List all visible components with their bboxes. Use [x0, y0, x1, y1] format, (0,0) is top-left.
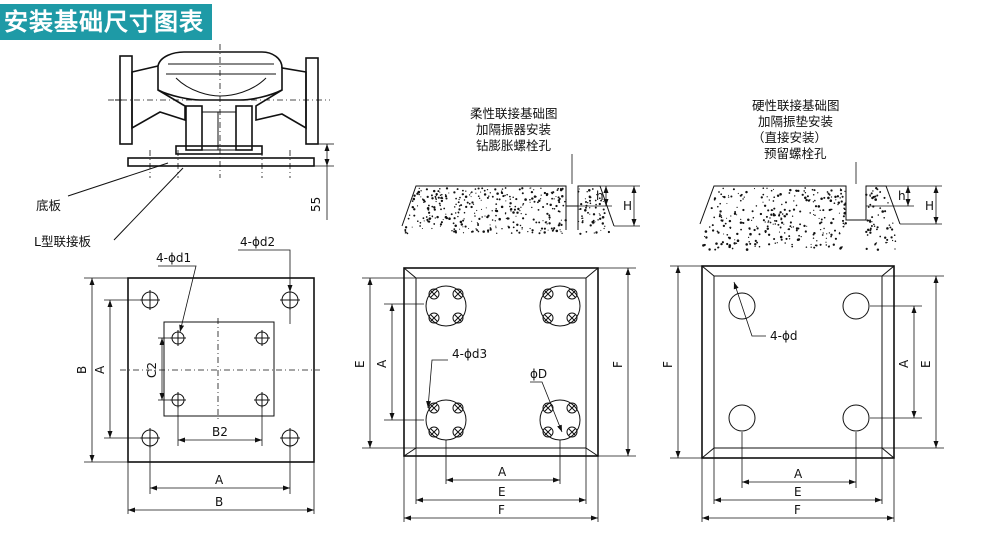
dim-b-label: B: [215, 495, 223, 509]
flexible-caption-3: 钻膨胀螺栓孔: [476, 138, 552, 153]
flexible-caption-2: 加隔振器安装: [476, 122, 551, 137]
flex-h-small: h: [596, 189, 604, 203]
rigid-caption-2: 加隔振垫安装: [758, 114, 833, 129]
page-title: 安装基础尺寸图表: [0, 4, 212, 40]
pump-height-label: 55: [309, 197, 323, 212]
bolt-d3-label: 4-ϕd3: [452, 347, 487, 361]
bolt-d2-label: 4-ϕd2: [240, 235, 275, 249]
flex-dim-e: E: [498, 485, 506, 499]
dim-a-left-label: A: [93, 365, 107, 374]
rigid-dim-f: F: [794, 503, 801, 517]
l-bracket-label: L型联接板: [34, 234, 91, 249]
flex-dim-a-left: A: [375, 359, 389, 368]
rigid-dim-e: E: [794, 485, 802, 499]
rigid-caption-3: （直接安装）: [752, 130, 827, 145]
rigid-h-big: H: [925, 199, 934, 213]
flexible-caption-1: 柔性联接基础图: [470, 106, 558, 121]
rigid-bolt-d-label: 4-ϕd: [770, 329, 798, 343]
rigid-foundation-plan: [670, 265, 944, 522]
base-plate-label: 底板: [36, 198, 62, 213]
rigid-dim-a: A: [794, 467, 803, 481]
base-plate-plan-view: [84, 249, 320, 514]
flex-dim-e-left: E: [353, 360, 367, 368]
rigid-foundation-section: [699, 162, 942, 251]
flex-dim-a: A: [498, 465, 507, 479]
dim-c2-label: C2: [145, 362, 159, 378]
rigid-caption-4: 预留螺栓孔: [764, 146, 827, 161]
dia-d-label: ϕD: [530, 367, 547, 381]
flex-dim-f: F: [498, 503, 505, 517]
flex-h-big: H: [623, 199, 632, 213]
flexible-foundation-plan: [362, 267, 636, 522]
rigid-dim-a-right: A: [897, 359, 911, 368]
dim-b-left-label: B: [75, 366, 89, 374]
dim-b2-label: B2: [212, 425, 228, 439]
bolt-d1-label: 4-ϕd1: [156, 251, 191, 265]
rigid-caption-1: 硬性联接基础图: [752, 98, 840, 113]
rigid-h-small: h: [898, 189, 906, 203]
dim-a-label: A: [215, 473, 224, 487]
rigid-dim-e-right: E: [919, 360, 933, 368]
pump-side-view: 55: [67, 44, 334, 241]
flex-dim-f-right: F: [611, 361, 625, 368]
rigid-dim-f-left: F: [661, 361, 675, 368]
flexible-foundation-section: [401, 154, 640, 235]
